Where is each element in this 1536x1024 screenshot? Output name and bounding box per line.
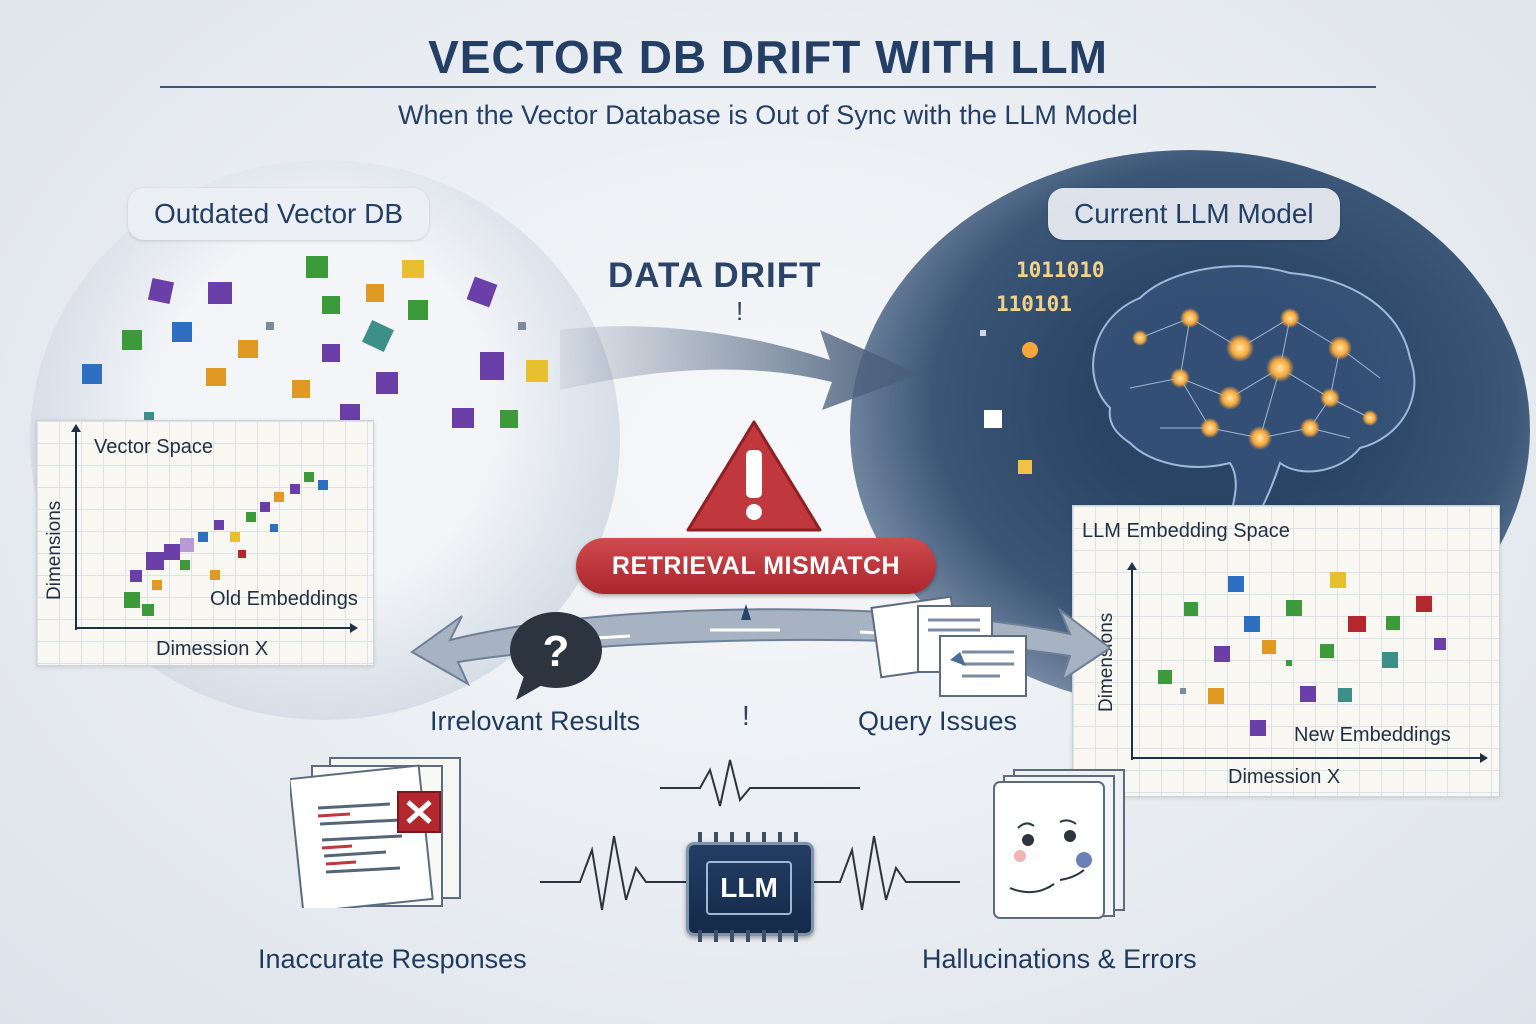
chip-pins-bottom bbox=[698, 930, 798, 942]
inaccurate-document-icon bbox=[290, 757, 461, 908]
old-embeddings-label: Old Embeddings bbox=[210, 588, 358, 610]
page-title: VECTOR DB DRIFT WITH LLM bbox=[428, 31, 1108, 83]
vector-space-title: Vector Space bbox=[94, 436, 213, 458]
warning-triangle-icon bbox=[686, 420, 822, 532]
hallucinations-errors-caption: Hallucinations & Errors bbox=[922, 944, 1197, 974]
scattered-cubes-left bbox=[82, 256, 548, 428]
new-embedding-points bbox=[1158, 572, 1446, 736]
data-pixels bbox=[980, 330, 1038, 474]
center-exclaim-mark: ! bbox=[742, 700, 750, 731]
llm-chip-label: LLM bbox=[706, 861, 792, 915]
data-drift-label: DATA DRIFT bbox=[608, 256, 822, 295]
new-embeddings-label: New Embeddings bbox=[1294, 724, 1451, 746]
page-subtitle: When the Vector Database is Out of Sync … bbox=[398, 100, 1138, 130]
hallucination-face-icon bbox=[993, 769, 1125, 919]
outdated-db-label: Outdated Vector DB bbox=[128, 188, 430, 240]
retrieval-mismatch-badge: RETRIEVAL MISMATCH bbox=[576, 538, 936, 594]
left-chart-xlabel: Dimession X bbox=[156, 638, 269, 660]
right-chart-xlabel: Dimession X bbox=[1228, 766, 1341, 788]
left-chart-plot bbox=[71, 424, 358, 633]
title-divider bbox=[160, 86, 1376, 88]
signal-waveform bbox=[540, 759, 960, 911]
llm-embedding-title: LLM Embedding Space bbox=[1082, 520, 1290, 542]
old-embedding-points bbox=[124, 472, 328, 616]
neural-glow-nodes bbox=[1132, 308, 1378, 450]
query-documents-icon bbox=[870, 596, 1027, 697]
svg-text:?: ? bbox=[543, 627, 570, 676]
binary-line-1: 1011010 bbox=[1016, 258, 1105, 282]
binary-line-2: 110101 bbox=[996, 292, 1072, 316]
drift-exclaim-mark: ! bbox=[736, 296, 744, 326]
data-drift-arrow bbox=[560, 326, 920, 410]
question-bubble-icon: ? bbox=[510, 612, 602, 700]
right-chart-plot bbox=[1127, 562, 1488, 763]
neural-brain-icon bbox=[1092, 265, 1416, 518]
inaccurate-responses-caption: Inaccurate Responses bbox=[258, 944, 527, 974]
cube-cluster-left bbox=[82, 256, 548, 428]
irrelevant-results-caption: Irrelovant Results bbox=[430, 706, 641, 736]
query-issues-caption: Query Issues bbox=[858, 706, 1018, 736]
llm-model-label: Current LLM Model bbox=[1048, 188, 1340, 240]
vector-space-chart bbox=[36, 420, 374, 666]
llm-embedding-chart bbox=[1072, 505, 1500, 797]
